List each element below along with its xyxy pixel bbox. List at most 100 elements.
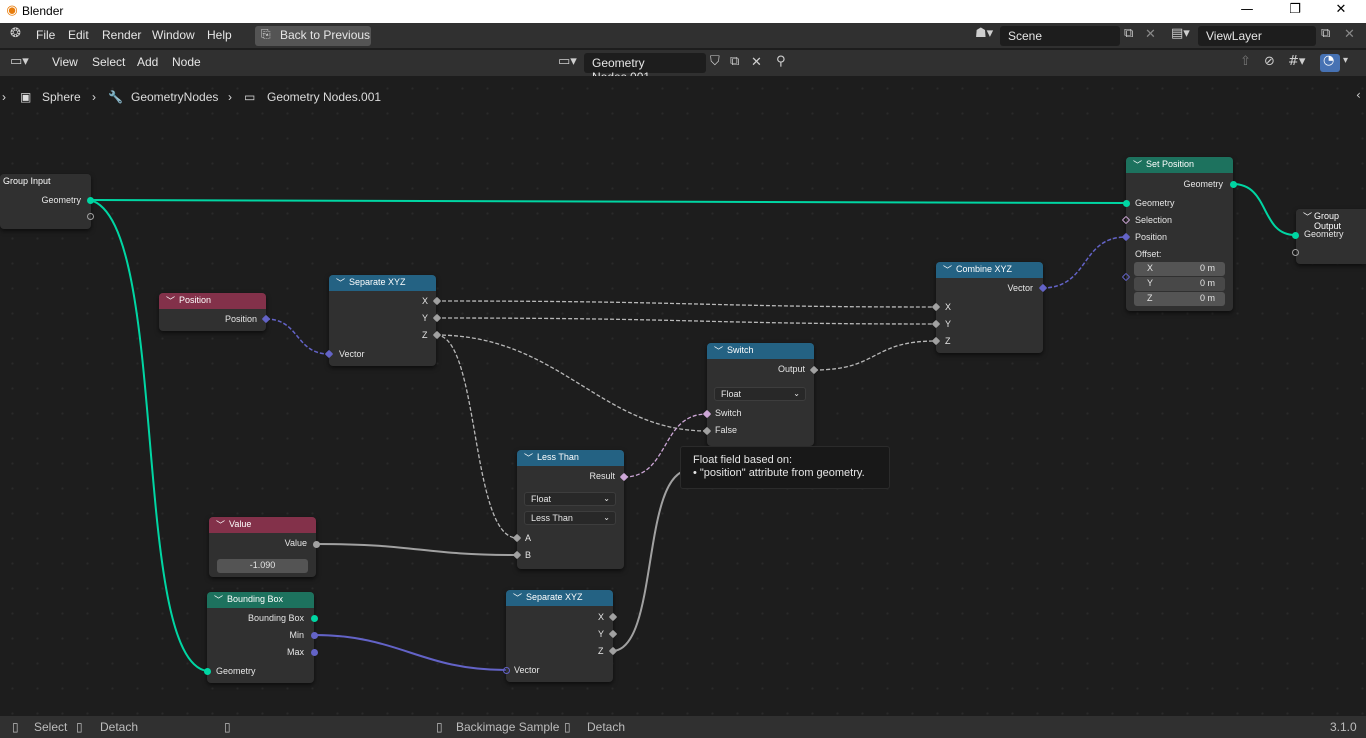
node-header: ﹀Switch [707,343,814,359]
overlay-dropdown-icon[interactable]: ▾ [1343,55,1349,66]
node-separate-xyz-2[interactable]: ﹀Separate XYZ X Y Z Vector [506,590,613,682]
collapse-chevron-icon[interactable]: ﹀ [336,278,346,288]
fake-user-shield-icon[interactable]: ⛉ [710,54,720,69]
menu-view[interactable]: View [52,55,78,69]
close-icon[interactable]: ✕ [1335,2,1347,17]
status-detach: Detach [100,720,139,734]
socket-geometry-in[interactable] [204,668,211,675]
parent-node-tree-icon[interactable]: ⇧ [1240,54,1251,69]
delete-view-layer-icon[interactable]: ✕ [1344,27,1355,42]
collapse-chevron-icon[interactable]: ﹀ [524,453,534,463]
socket-label: Geometry [216,666,256,676]
collapse-chevron-icon[interactable]: ﹀ [216,520,226,530]
overlay-toggle[interactable] [1320,54,1340,72]
socket-bbox-out[interactable] [311,615,318,622]
field-label: Y [1147,278,1154,288]
node-less-than[interactable]: ﹀Less Than Result Float⌄ Less Than⌄ A B [517,450,624,569]
view-layer-icon[interactable]: ▤▾ [1171,26,1190,41]
switch-type-dropdown[interactable]: Float⌄ [714,387,806,401]
field-value: 0 m [1199,293,1215,303]
node-set-position[interactable]: ﹀Set Position Geometry Geometry Selectio… [1126,157,1233,311]
socket-geometry-out[interactable] [1230,181,1237,188]
snap-icon[interactable]: ⊘ [1264,54,1275,69]
maximize-icon[interactable]: ❐ [1289,2,1301,17]
socket-label: Z [945,336,951,346]
menu-render[interactable]: Render [102,28,142,42]
socket-empty-in[interactable] [1292,249,1299,256]
modifier-wrench-icon: 🔧 [108,90,123,104]
new-scene-icon[interactable]: ⧉ [1124,26,1134,41]
socket-vector-in[interactable] [503,667,510,674]
collapse-chevron-icon[interactable]: ﹀ [513,593,523,603]
node-tree-browse-icon[interactable]: ▭▾ [558,54,577,69]
menu-node[interactable]: Node [172,55,201,69]
sidebar-toggle-icon[interactable]: ‹ [1356,88,1361,102]
pin-icon[interactable]: ⚲ [776,54,786,69]
socket-geometry-in[interactable] [1123,200,1130,207]
scene-icon[interactable]: ☗▾ [975,26,994,41]
collapse-chevron-icon[interactable]: ﹀ [214,595,224,605]
socket-empty-out[interactable] [87,213,94,220]
compare-type-dropdown[interactable]: Float⌄ [524,492,616,506]
blender-menu-icon[interactable]: ❂ [10,26,21,41]
node-tree-field[interactable]: Geometry Nodes.001 [584,53,706,84]
collapse-chevron-icon[interactable]: ﹀ [1133,160,1143,170]
minimize-icon[interactable]: — [1240,2,1254,17]
unlink-tree-icon[interactable]: ✕ [751,55,762,70]
delete-scene-icon[interactable]: ✕ [1145,27,1156,42]
socket-min-out[interactable] [311,632,318,639]
collapse-chevron-icon[interactable]: ﹀ [166,296,176,306]
duplicate-tree-icon[interactable]: ⧉ [730,54,740,69]
editor-type-icon[interactable]: ▭▾ [10,54,29,69]
node-switch[interactable]: ﹀Switch Output Float⌄ Switch False [707,343,814,446]
top-menu-bar: ❂ File Edit Render Window Help ⎘ Back to… [0,23,1366,48]
collapse-chevron-icon[interactable]: ﹀ [714,346,724,356]
menu-file[interactable]: File [36,28,56,42]
scene-field[interactable]: Scene [1000,26,1120,46]
node-bounding-box[interactable]: ﹀Bounding Box Bounding Box Min Max Geome… [207,592,314,683]
tooltip-line: Float field based on: [693,454,793,466]
socket-max-out[interactable] [311,649,318,656]
node-combine-xyz[interactable]: ﹀Combine XYZ Vector X Y Z [936,262,1043,353]
socket-label: Value [284,538,307,548]
menu-help[interactable]: Help [207,28,232,42]
socket-label: Output [777,364,805,374]
menu-select[interactable]: Select [92,55,126,69]
chevron-down-icon: ⌄ [603,513,610,522]
menu-add[interactable]: Add [137,55,159,69]
socket-value-out[interactable] [313,541,320,548]
compare-op-dropdown[interactable]: Less Than ⌄ [524,511,616,525]
back-to-previous-button[interactable]: ⎘ Back to Previous [255,26,371,46]
socket-label: Min [289,630,304,640]
node-value[interactable]: ﹀Value Value -1.090 [209,517,316,577]
window-title: Blender [22,4,64,18]
status-bar: ▯ Select ▯ Detach ▯ ▯ Backimage Sample ▯… [0,716,1366,738]
dropdown-value: Float [721,389,742,399]
menu-edit[interactable]: Edit [68,28,89,42]
new-view-layer-icon[interactable]: ⧉ [1321,26,1331,41]
dropdown-value: Less Than [531,513,573,523]
view-layer-field[interactable]: ViewLayer [1198,26,1316,46]
snap-grid-icon[interactable]: #▾ [1288,54,1306,69]
socket-label: Max [286,647,304,657]
breadcrumb-chevron-icon: › [2,90,6,104]
socket-geometry-out[interactable] [87,197,94,204]
node-group-input[interactable]: Group Input Geometry [0,174,91,229]
node-separate-xyz[interactable]: ﹀Separate XYZ X Y Z Vector [329,275,436,366]
node-group-output[interactable]: ﹀Group Output Geometry [1296,209,1366,264]
socket-label: Bounding Box [247,613,304,623]
socket-geometry-in[interactable] [1292,232,1299,239]
menu-window[interactable]: Window [152,28,195,42]
node-header: ﹀Value [209,517,316,533]
mouse-right-icon: ▯ [76,720,83,734]
value-field[interactable]: -1.090 [217,559,308,573]
node-title: Separate XYZ [349,277,406,287]
node-position[interactable]: ﹀Position Position [159,293,266,331]
collapse-chevron-icon[interactable]: ﹀ [1303,212,1313,222]
collapse-chevron-icon[interactable]: ﹀ [943,265,953,275]
mouse-left-icon: ▯ [436,720,443,734]
node-title: Switch [727,345,754,355]
